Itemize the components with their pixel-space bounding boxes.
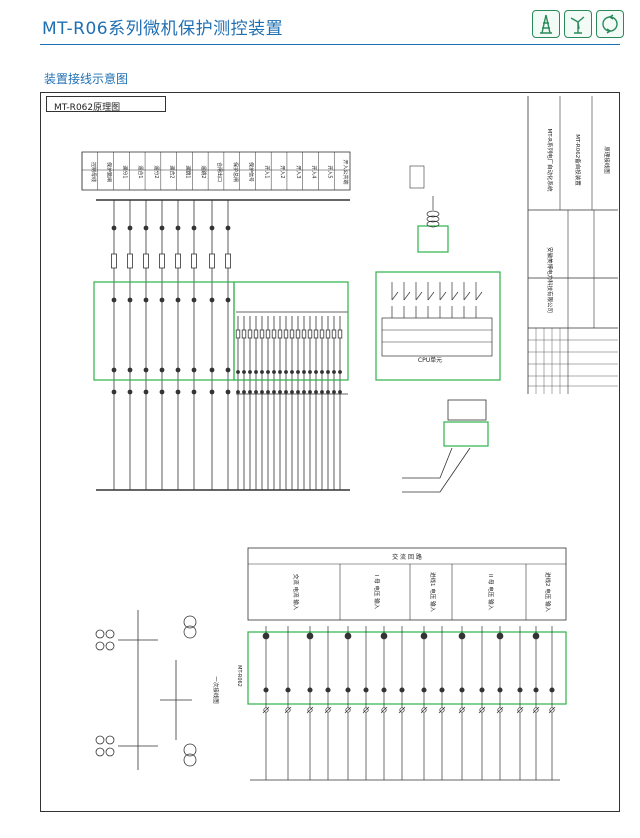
ac-group-label: 交流 电流 输入 xyxy=(292,574,300,611)
control-table-cell: 保护信号 xyxy=(248,162,255,182)
ac-table: 交 流 回 路 交流 电流 输入 I 母 电压 输入 进线1 电压 输入 II 母 电… xyxy=(247,547,567,621)
title-system: MT-R系列电厂自动化系统 xyxy=(546,129,554,192)
control-table-cell: 保护总闸 xyxy=(232,162,239,182)
ac-circuit-header: 交 流 回 路 xyxy=(392,553,422,561)
control-table-cell: 遥分2 xyxy=(153,165,160,178)
control-table-cell: 开入5 xyxy=(326,165,332,178)
comm-coil-icon xyxy=(426,196,440,228)
recycle-icon xyxy=(596,10,624,38)
ac-group-label: 进线1 电压 输入 xyxy=(429,572,437,612)
title-device: MT-R062备自投装置 xyxy=(574,134,582,186)
control-table-cell: 开入2 xyxy=(279,165,285,178)
power-module-box xyxy=(443,421,489,447)
control-table-cell: 遥合1 xyxy=(137,165,144,178)
title-block: MT-R系列电厂自动化系统 MT-R062备自投装置 原理接线图 安徽美博电力科… xyxy=(527,96,618,394)
control-table-cell: 保护跳闸 xyxy=(106,162,113,182)
title-company: 安徽美博电力科技有限公司 xyxy=(546,247,554,313)
device-label: MT-R062 xyxy=(236,665,242,687)
control-table-cell: 开入4 xyxy=(311,165,317,178)
input-module-box xyxy=(233,281,349,381)
control-table-cell: 遥分1 xyxy=(121,165,128,178)
ac-group-label: II 母 电压 输入 xyxy=(487,574,495,610)
relay-module-box xyxy=(93,281,235,381)
cpu-module-box xyxy=(375,271,501,381)
control-table-cell: 遥合2 xyxy=(169,165,176,178)
header-divider xyxy=(40,44,620,45)
control-table-cell: 控制母线 xyxy=(90,162,97,182)
control-table-cell: 遥跳2 xyxy=(200,165,207,178)
control-table-cell: 开入3 xyxy=(295,165,301,178)
ac-module-box xyxy=(247,631,567,705)
tower-icon xyxy=(532,10,560,38)
page-title: MT-R06系列微机保护测控装置 xyxy=(42,19,284,39)
ac-group-label: 进线2 电压 输入 xyxy=(544,572,552,612)
wind-turbine-icon xyxy=(564,10,592,38)
title-drawing: 原理接线图 xyxy=(603,146,611,174)
single-line-label: 一次接线图 xyxy=(212,676,220,704)
comm-module-box xyxy=(417,225,449,253)
single-line-diagram xyxy=(95,610,197,770)
frame-label: MT-R062原理图 xyxy=(54,103,121,113)
cpu-label: CPU单元 xyxy=(418,356,442,364)
ac-group-label: I 母 电压 输入 xyxy=(373,575,381,610)
control-table-cell: 开入1 xyxy=(263,165,269,178)
control-table-cell: 合闸出口 xyxy=(216,162,223,182)
diagram-frame xyxy=(40,92,620,812)
control-table-cell: 开入公共端 xyxy=(342,159,349,184)
section-subtitle: 装置接线示意图 xyxy=(44,72,129,86)
control-table: 控制母线 保护跳闸 遥分1 遥合1 遥分2 遥合2 遥跳1 遥跳2 合闸出口 保护总闸 保护信号 开入… xyxy=(81,151,351,191)
power-switch-group xyxy=(402,399,487,493)
frame-label-box xyxy=(46,96,166,112)
control-table-cell: 遥跳1 xyxy=(184,165,191,178)
